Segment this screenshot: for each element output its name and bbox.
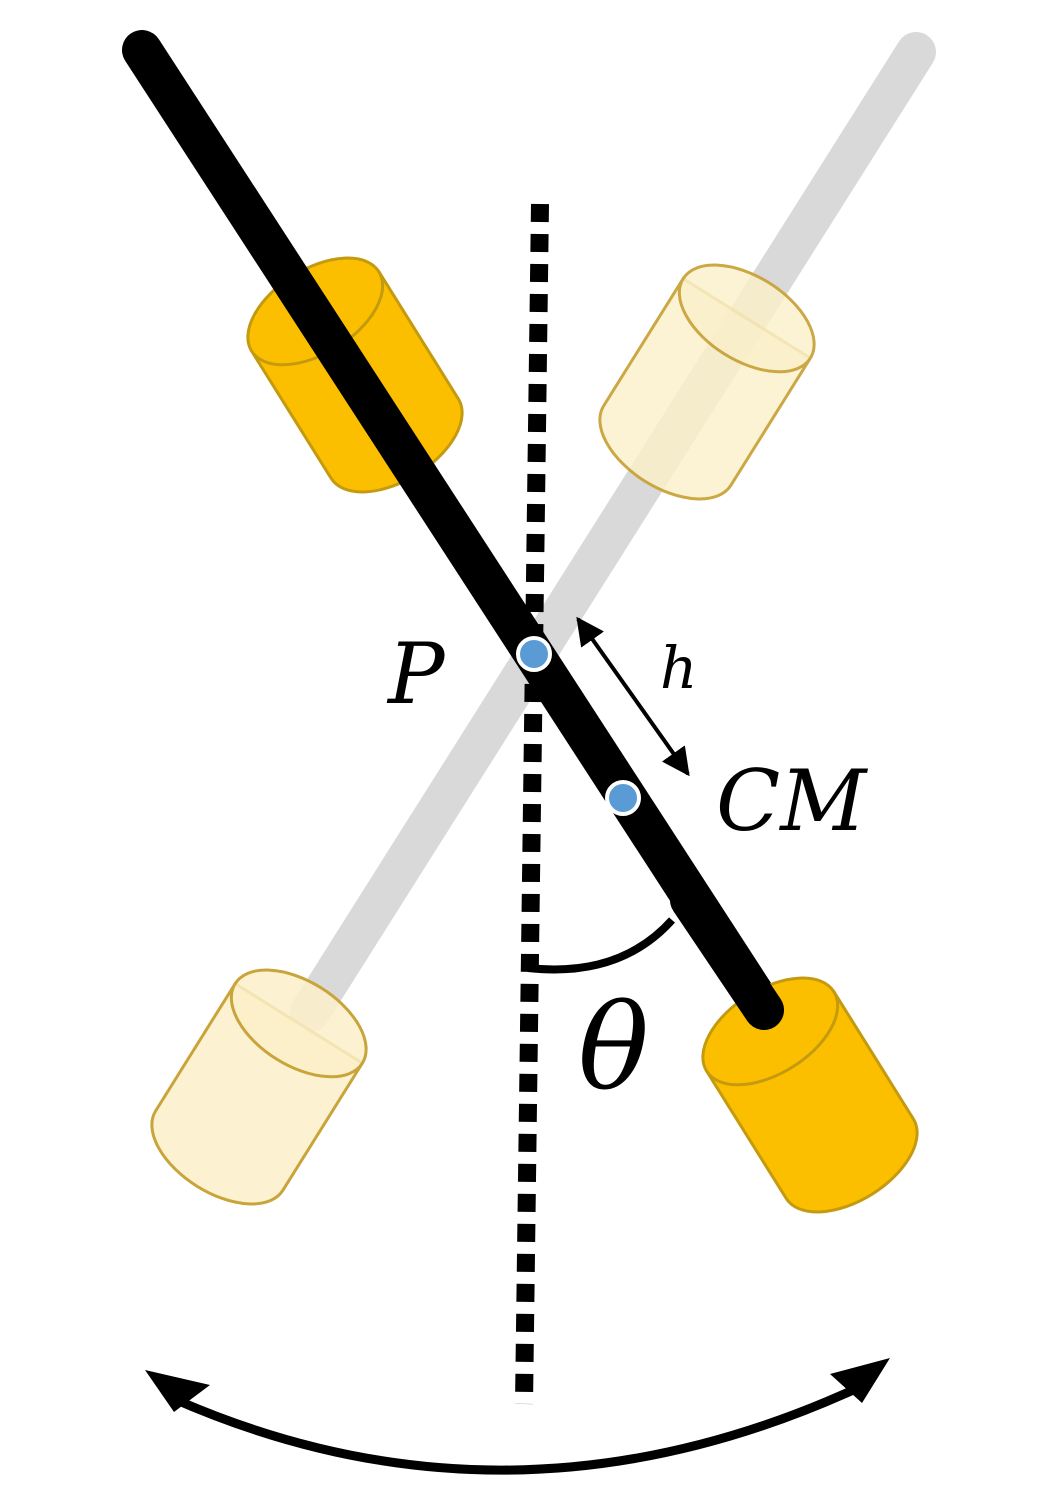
theta-arc (527, 917, 675, 974)
theta-label: θ (578, 978, 649, 1116)
vertical-reference-line (515, 203, 549, 1405)
h-label: h (660, 634, 697, 702)
main-rod (122, 30, 786, 1032)
pivot-point (516, 636, 552, 672)
ghost-upper-weight (598, 263, 816, 501)
rod-lower-tip (670, 880, 784, 1030)
pivot-label: P (386, 625, 446, 723)
center-of-mass-label: CM (716, 752, 868, 850)
center-of-mass-point (605, 780, 641, 816)
ghost-lower-weight (150, 968, 368, 1206)
h-distance-arrow (576, 616, 690, 777)
lower-weight (701, 976, 919, 1214)
swing-arrow-left-head (145, 1370, 210, 1412)
main-pendulum (122, 30, 919, 1214)
swing-arrow (145, 1358, 890, 1475)
ghost-pendulum (150, 32, 936, 1206)
swing-arrow-right-head (830, 1358, 890, 1403)
ghost-rod (290, 32, 936, 1032)
